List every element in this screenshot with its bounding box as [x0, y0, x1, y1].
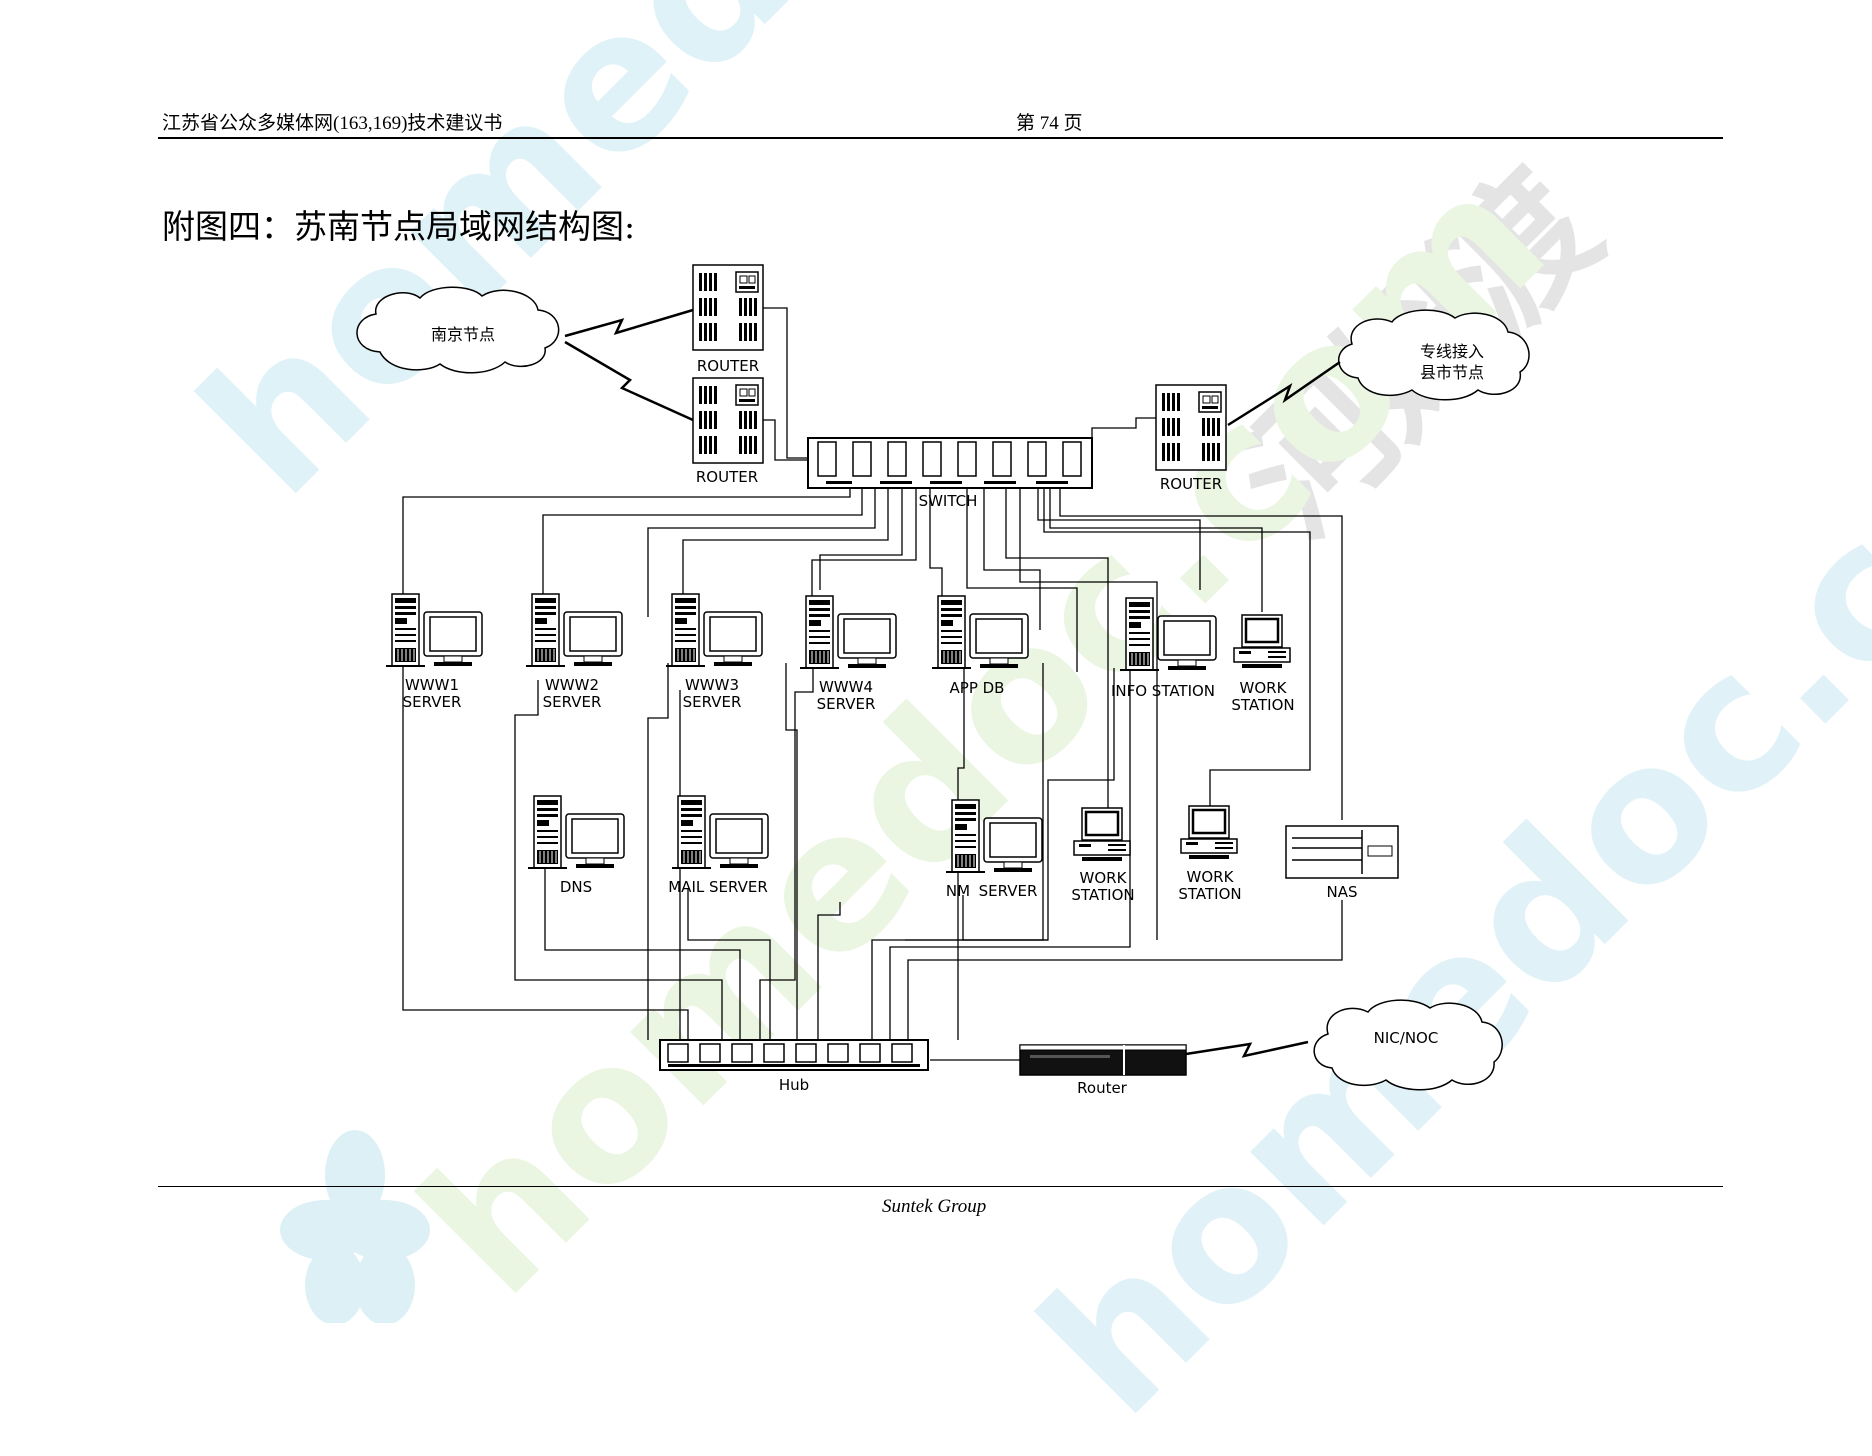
- mail-server-icon: [672, 796, 768, 868]
- router-4-label: Router: [1077, 1079, 1128, 1097]
- switch-icon: [807, 437, 1093, 489]
- www2-label-1: WWW2: [545, 676, 599, 694]
- header-doc-title: 江苏省公众多媒体网(163,169)技术建议书: [162, 113, 503, 134]
- www4-label-1: WWW4: [819, 678, 873, 696]
- dns-label: DNS: [560, 878, 592, 896]
- network-diagram: 南京节点 专线接入 县市节点 NIC/NOC ROUTER ROUTER ROU…: [356, 264, 1530, 1097]
- wan-links: [564, 308, 1341, 1058]
- workstation-1-icon: [1232, 613, 1292, 670]
- workstation-3-label-2: STATION: [1178, 885, 1241, 903]
- hub-label: Hub: [779, 1076, 809, 1094]
- cloud-nic-noc-label: NIC/NOC: [1374, 1029, 1439, 1047]
- footer-rule: [158, 1186, 1723, 1187]
- www3-label-1: WWW3: [685, 676, 739, 694]
- www3-server-icon: [666, 594, 762, 666]
- router-2-label: ROUTER: [696, 468, 758, 486]
- workstation-2-label-2: STATION: [1071, 886, 1134, 904]
- nm-server-label: SERVER: [979, 882, 1038, 900]
- nas-icon: [1285, 825, 1399, 879]
- workstation-1-label-2: STATION: [1231, 696, 1294, 714]
- cloud-nanjing-label: 南京节点: [431, 325, 495, 344]
- cloud-county-label-2: 县市节点: [1420, 363, 1484, 382]
- router-icon-2: [692, 377, 764, 464]
- workstation-1-label-1: WORK: [1240, 679, 1288, 697]
- connection-lines: [402, 307, 1343, 1061]
- switch-label: SWITCH: [919, 492, 978, 510]
- www4-server-icon: [800, 596, 896, 668]
- app-db-server-icon: [932, 596, 1028, 668]
- info-station-label: INFO STATION: [1111, 682, 1215, 700]
- router-icon-3: [1155, 384, 1227, 471]
- watermark-logo: [280, 1130, 430, 1323]
- cloud-county-label-1: 专线接入: [1420, 342, 1484, 361]
- router-icon-1: [692, 264, 764, 351]
- www3-label-2: SERVER: [683, 693, 742, 711]
- workstation-2-icon: [1072, 806, 1132, 863]
- nm-server-icon: [946, 800, 1042, 872]
- www1-label-2: SERVER: [403, 693, 462, 711]
- mail-server-label: MAIL SERVER: [668, 878, 768, 896]
- router-1-label: ROUTER: [697, 357, 759, 375]
- nas-label: NAS: [1326, 883, 1357, 901]
- workstation-3-label-1: WORK: [1187, 868, 1235, 886]
- workstation-3-icon: [1179, 804, 1239, 861]
- info-station-server-icon: [1120, 598, 1216, 670]
- footer-company: Suntek Group: [882, 1196, 987, 1217]
- cloud-nic-noc: NIC/NOC: [1313, 999, 1503, 1091]
- header-rule: [158, 137, 1723, 139]
- nm-label: NM: [946, 882, 970, 900]
- cloud-county: 专线接入 县市节点: [1337, 309, 1530, 401]
- header-page-number: 第 74 页: [1016, 113, 1083, 134]
- cloud-nanjing: 南京节点: [356, 286, 560, 374]
- figure-title: 附图四：苏南节点局域网结构图:: [162, 207, 636, 246]
- www1-label-1: WWW1: [405, 676, 459, 694]
- www4-label-2: SERVER: [817, 695, 876, 713]
- app-db-label: APP DB: [950, 679, 1005, 697]
- hub-icon: [659, 1039, 929, 1071]
- dns-server-icon: [528, 796, 624, 868]
- router-icon-4: [1019, 1044, 1187, 1076]
- router-3-label: ROUTER: [1160, 475, 1222, 493]
- workstation-2-label-1: WORK: [1080, 869, 1128, 887]
- www2-label-2: SERVER: [543, 693, 602, 711]
- www2-server-icon: [526, 594, 622, 666]
- www1-server-icon: [386, 594, 482, 666]
